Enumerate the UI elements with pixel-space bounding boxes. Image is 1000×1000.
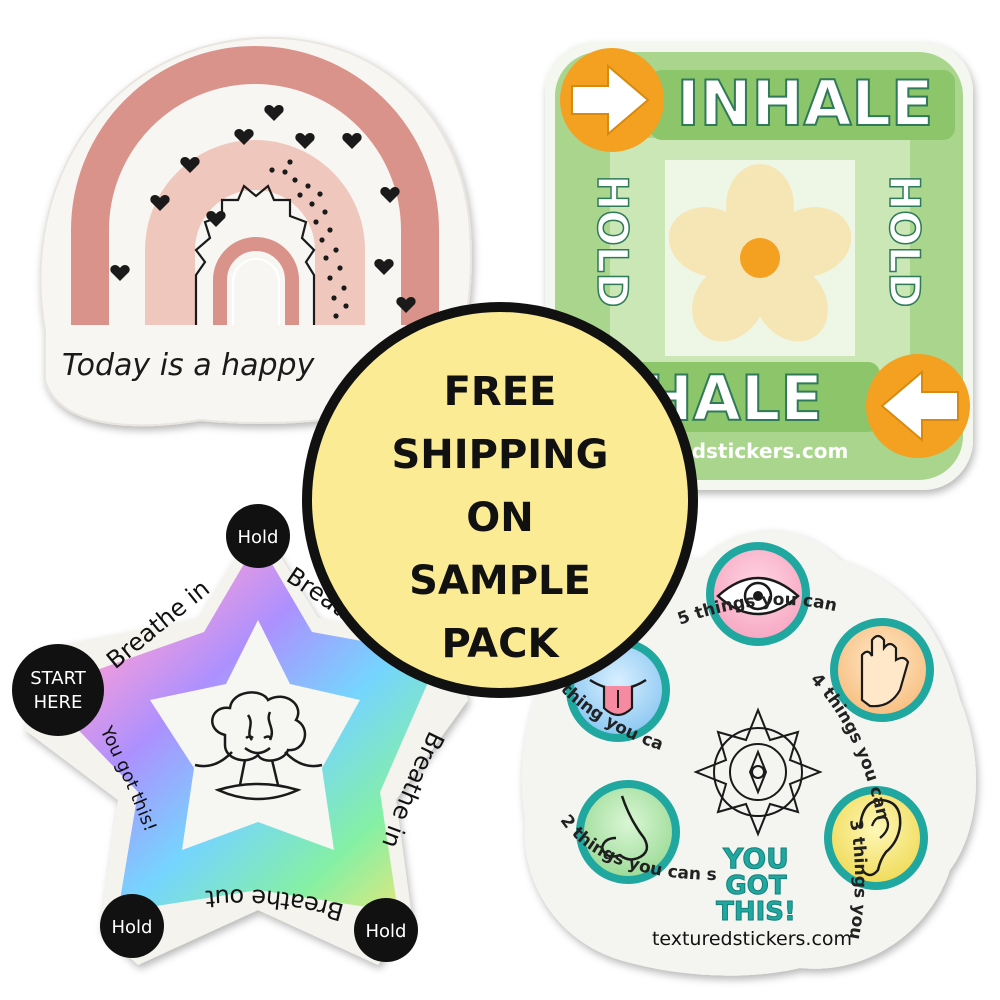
inhale-band [650, 70, 955, 140]
badge-line-1: FREE [444, 369, 557, 415]
daisy-icon [668, 164, 852, 342]
hold-bottom-right-marker: Hold [354, 898, 418, 962]
hold-left-label: HOLD [588, 175, 637, 307]
free-shipping-badge[interactable]: FREE SHIPPING ON SAMPLE PACK [302, 302, 698, 698]
got-label: GOT [725, 871, 786, 901]
arrow-right-icon [560, 48, 664, 152]
you-label: YOU [722, 842, 789, 875]
arrow-left-icon [866, 354, 970, 458]
eye-icon [706, 542, 810, 646]
rainbow-sticker: Today is a happy [39, 36, 472, 427]
square-website: dstickers.com [692, 439, 849, 463]
badge-line-2: SHIPPING [392, 432, 609, 478]
svg-text:Hold: Hold [366, 921, 407, 942]
badge-line-5: PACK [442, 621, 561, 667]
this-label: THIS! [716, 897, 796, 927]
hold-bottom-left-marker: Hold [100, 894, 164, 958]
rainbow-inner-stripe [232, 258, 280, 325]
badge-fill [312, 312, 688, 688]
svg-text:Hold: Hold [238, 527, 279, 548]
svg-text:HERE: HERE [34, 692, 83, 713]
rainbow-innermost-band [213, 237, 299, 325]
rainbow-zigzag [194, 184, 316, 325]
badge-line-4: SAMPLE [409, 558, 591, 604]
hold-right-label: HOLD [880, 175, 929, 307]
rainbow-caption: Today is a happy [62, 348, 316, 383]
rainbow-outer-band [71, 46, 439, 325]
heart-icons [110, 105, 416, 313]
star-center [150, 620, 360, 850]
nose-icon [576, 780, 680, 884]
svg-text:Hold: Hold [112, 917, 153, 938]
hand-icon [830, 618, 934, 722]
meditating-brain-icon [194, 691, 323, 801]
svg-text:START: START [30, 668, 87, 689]
rainbow-inner-band [145, 140, 365, 325]
mandala-icon [693, 707, 823, 837]
rainbow-dots [269, 159, 349, 319]
grounding-website: texturedstickers.com [652, 928, 852, 950]
inhale-label: INHALE [677, 67, 934, 140]
start-here-marker: START HERE [12, 644, 104, 736]
badge-line-3: ON [466, 495, 533, 541]
ear-icon [824, 786, 928, 890]
hold-top-marker: Hold [226, 504, 290, 568]
